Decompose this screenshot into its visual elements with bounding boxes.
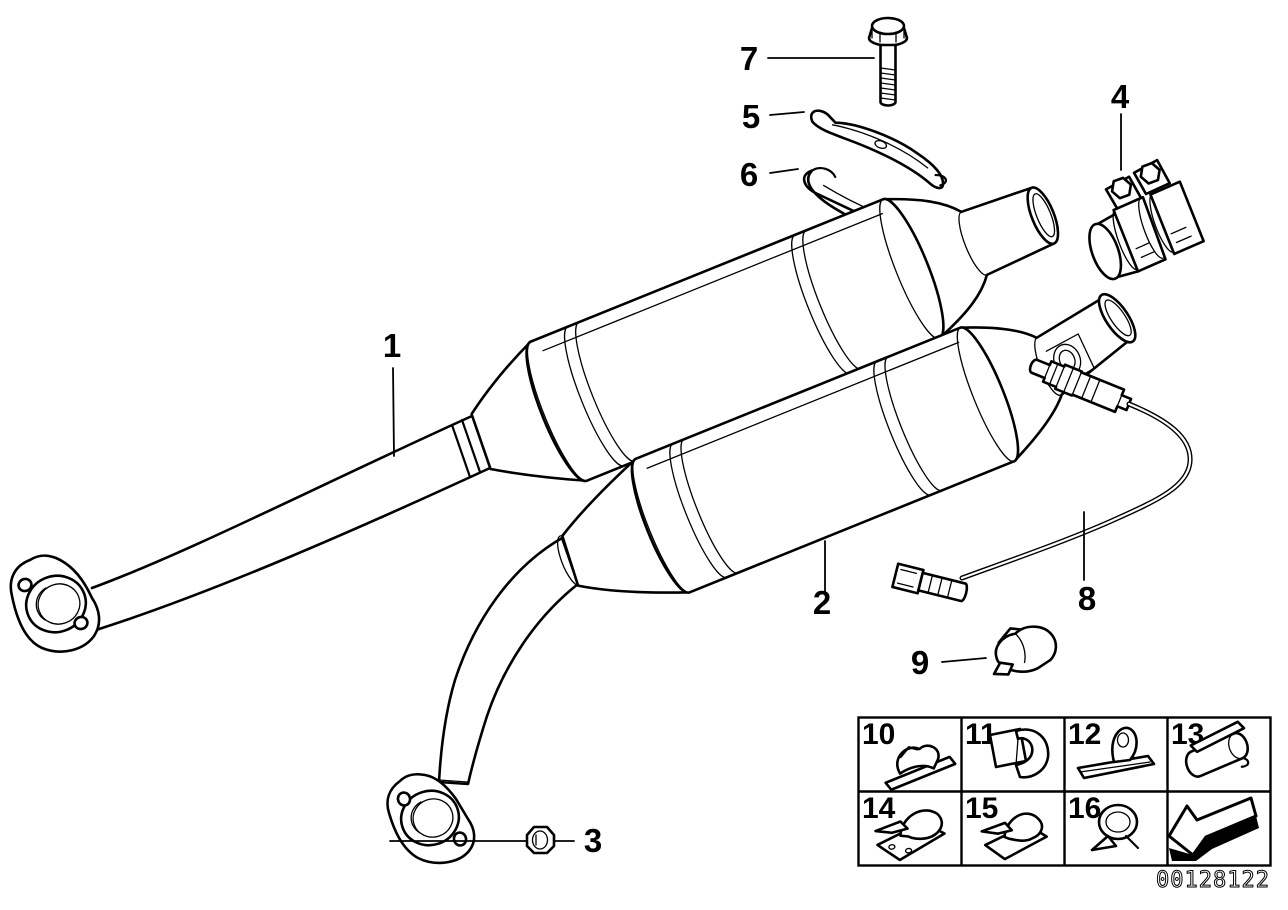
callout-1[interactable]: 1 [383,327,401,364]
callout-labels: 1 2 3 4 5 6 7 8 9 [383,40,1130,859]
callout-2[interactable]: 2 [813,584,831,621]
legend-cell-15[interactable] [961,791,1064,865]
legend-cell-12[interactable] [1064,717,1167,791]
callout-9[interactable]: 9 [911,644,929,681]
legend-cell-back[interactable] [1167,791,1270,865]
rear-pipe-flange [386,772,476,865]
callout-7[interactable]: 7 [740,40,758,77]
legend-label-14[interactable]: 14 [862,792,896,825]
legend-cell-14[interactable] [858,791,961,865]
rail-eyelet-bracket-icon [1076,726,1156,780]
back-arrow-icon[interactable] [1167,796,1259,861]
oxygen-sensor-connector [891,562,969,603]
catalytic-converter-1-drawing [470,186,1060,483]
oxygen-sensor-drawing [1028,358,1133,414]
legend-label-16[interactable]: 16 [1068,792,1101,825]
legend-cell-11[interactable] [961,717,1064,791]
callout-6[interactable]: 6 [740,156,758,193]
exhaust-pipe-clamp-drawing [1088,158,1205,281]
loop-clamp-icon [1090,803,1140,852]
callout-4[interactable]: 4 [1111,78,1130,115]
leaf-spring-clip-plate-icon [874,809,946,862]
legend-cell-16[interactable] [1064,791,1167,865]
upper-clamp-bracket-drawing [809,109,947,190]
leader-line-1 [392,367,395,457]
leader-line-5 [769,111,805,116]
leader-line-6 [769,168,799,174]
callout-8[interactable]: 8 [1078,580,1096,617]
leaf-spring-clip-icon [980,812,1048,861]
leader-lines [392,57,1122,663]
pipe-bracket-icon [884,744,957,792]
catalytic-converter-2-drawing [556,292,1137,594]
oxygen-sensor-cable [959,401,1193,581]
bolt-drawing [867,16,909,107]
rolled-sleeve-clamp-icon [1184,720,1250,778]
legend-cell-10[interactable] [858,717,961,791]
front-pipe-flange [9,554,101,653]
flange-nut-drawing [525,825,556,855]
rear-pipe-drawing [437,536,580,786]
legend-cell-13[interactable] [1167,717,1270,791]
callout-5[interactable]: 5 [742,98,760,135]
legend-label-12[interactable]: 12 [1068,718,1101,751]
front-pipe-drawing [90,414,492,632]
c-clip-icon [988,727,1050,779]
legend-label-10[interactable]: 10 [862,718,895,751]
legend-grid: 10 11 12 13 14 15 16 [857,716,1272,867]
leader-line-9 [941,657,987,663]
cable-clip-drawing [992,625,1058,676]
legend-label-15[interactable]: 15 [965,792,998,825]
drawing-number: 00128122 [1156,868,1270,893]
callout-3[interactable]: 3 [584,822,602,859]
